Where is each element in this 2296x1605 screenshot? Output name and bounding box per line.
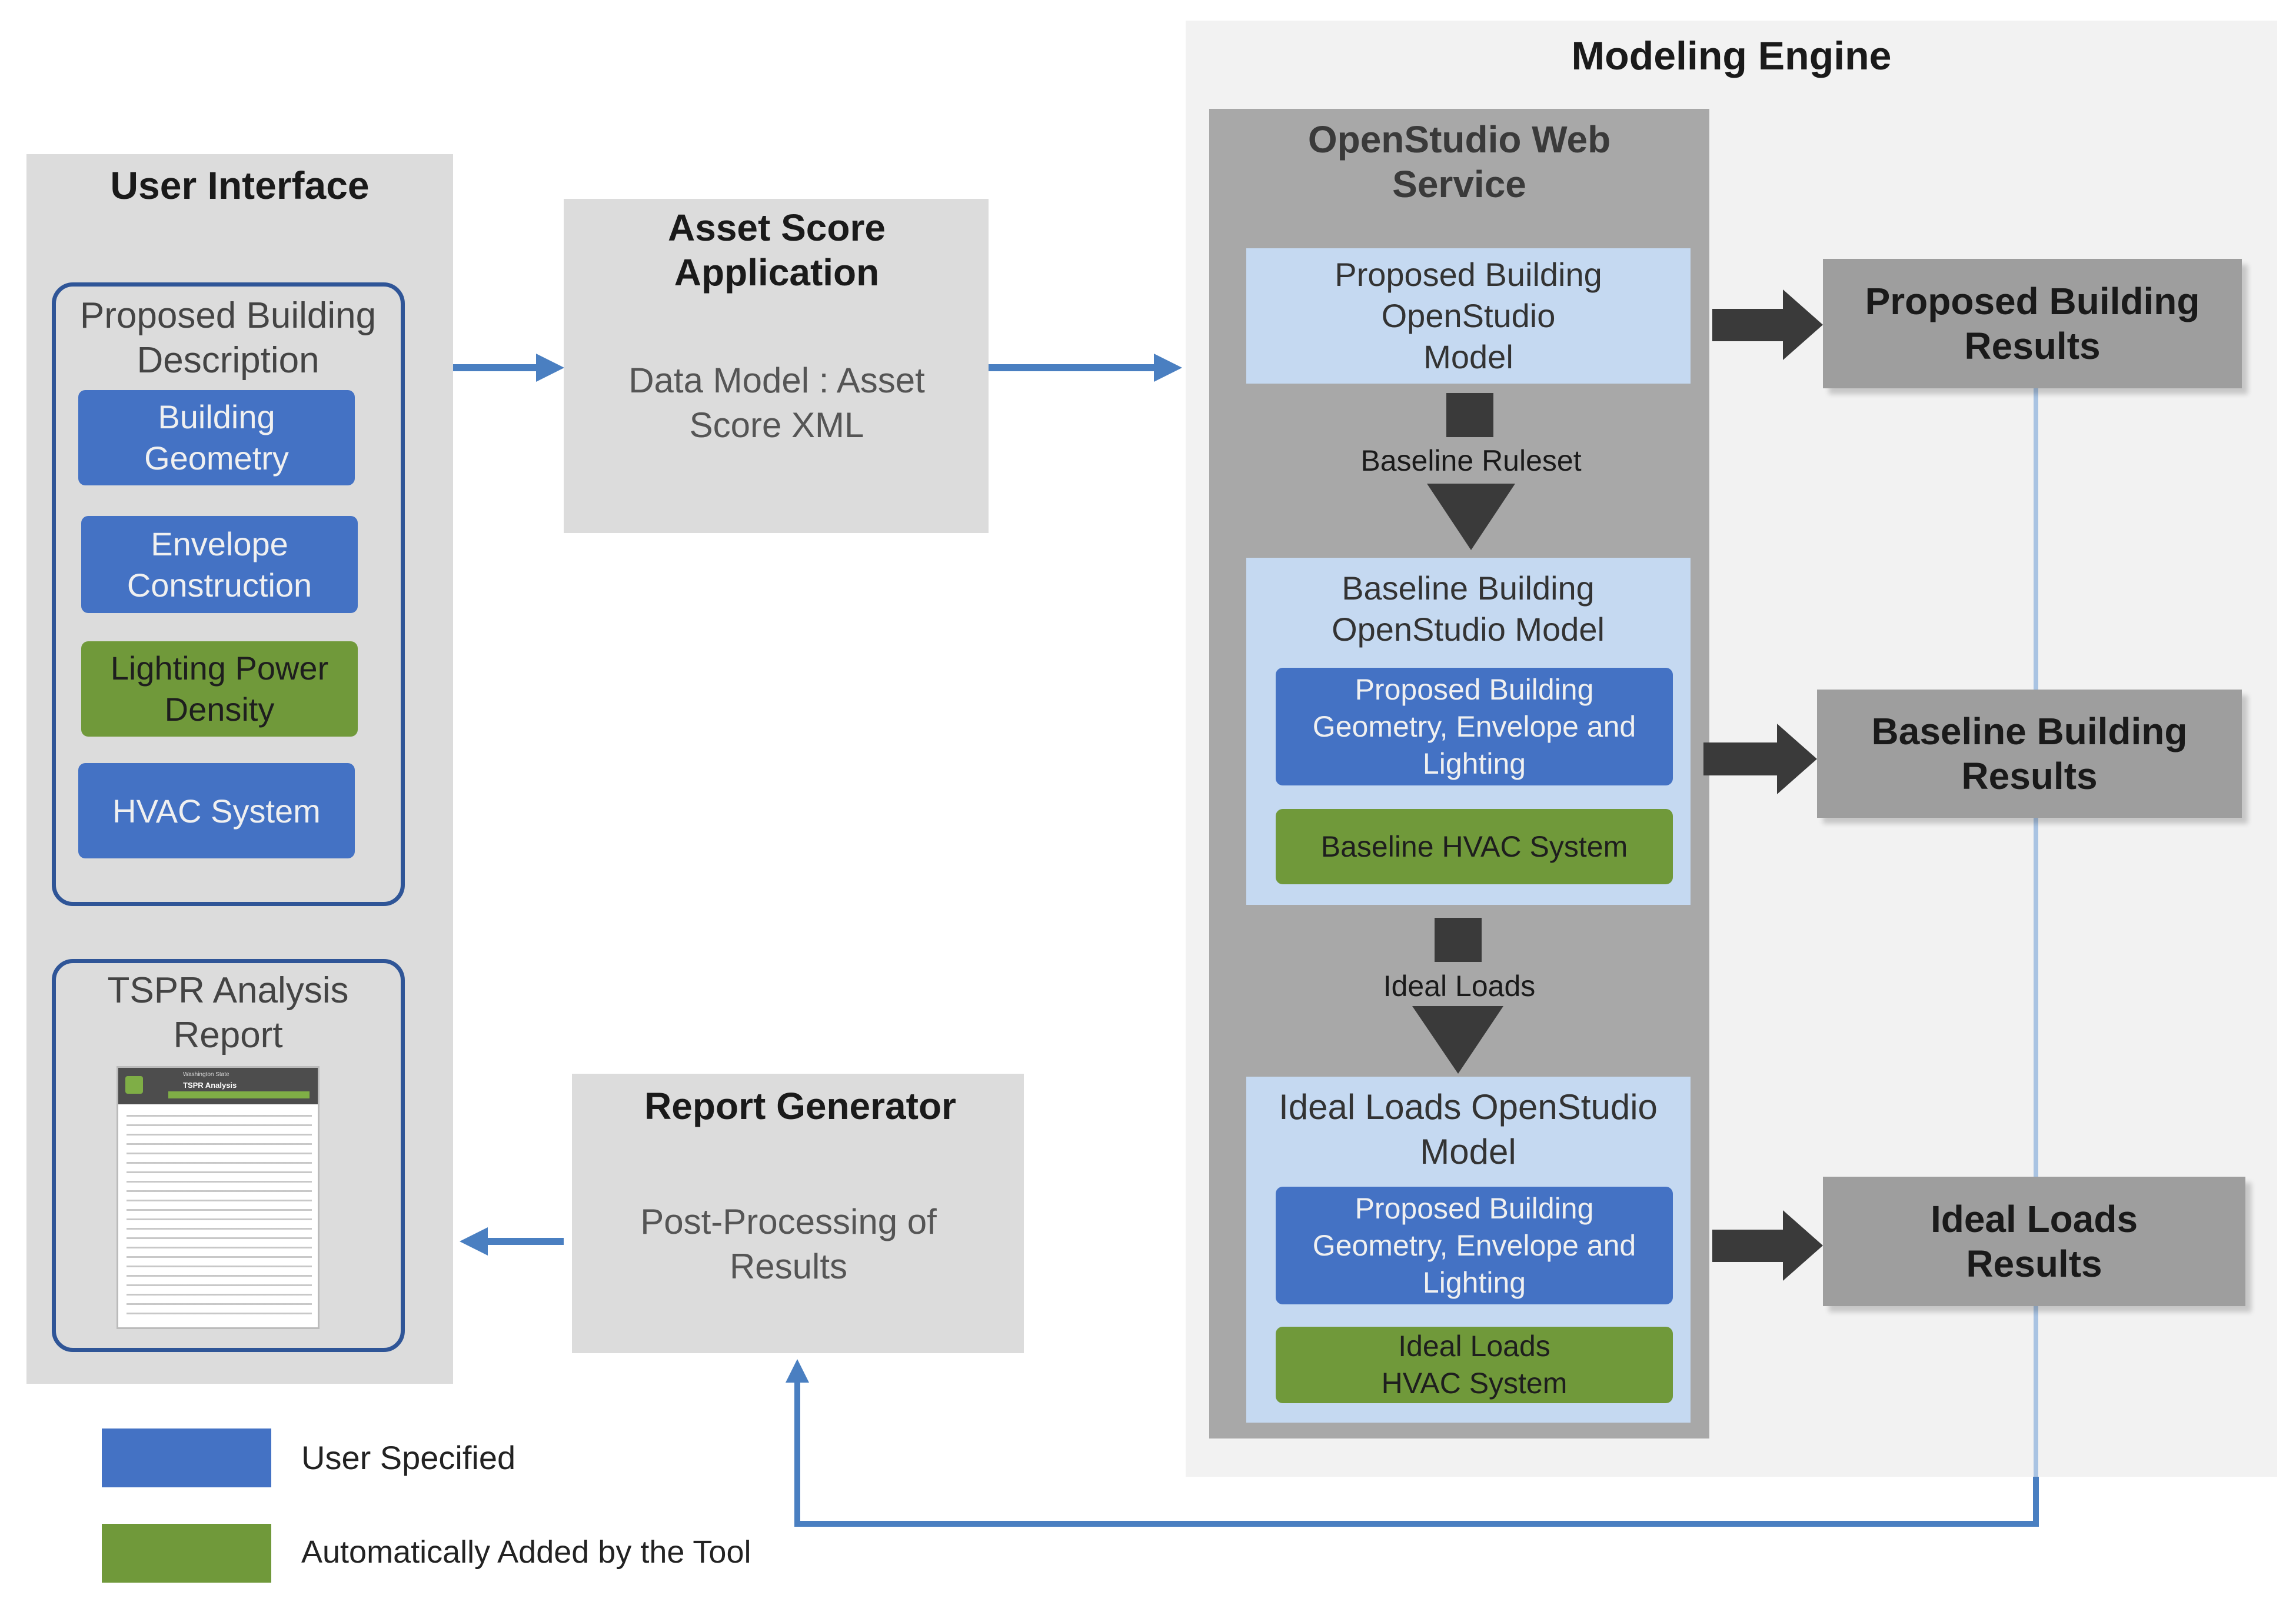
tspr-report-title: TSPR Analysis Report: [107, 970, 349, 1055]
arrow-baseline-to-results: [1703, 724, 1817, 794]
legend-user-specified-swatch: [102, 1428, 271, 1487]
ideal-loads-arrow-stem: [1435, 918, 1482, 962]
arrow-results-to-report-generator: [786, 1359, 2039, 1527]
baseline-building-results-box: Baseline Building Results: [1817, 690, 2242, 818]
baseline-hvac-system-box: Baseline HVAC System: [1276, 809, 1673, 884]
ruleset-arrow-stem: [1446, 393, 1493, 437]
legend-auto-added-label: Automatically Added by the Tool: [301, 1534, 751, 1570]
user-interface-title: User Interface: [110, 164, 370, 207]
building-geometry-box: Building Geometry: [78, 390, 355, 485]
ideal-loads-arrow-head: [1412, 1006, 1503, 1074]
legend-user-specified-label: User Specified: [301, 1439, 516, 1476]
legend-auto-added-swatch: [102, 1524, 271, 1583]
openstudio-web-service-title: OpenStudio Web Service: [1307, 118, 1611, 205]
ideal-loads-hvac-system-box: Ideal Loads HVAC System: [1276, 1327, 1673, 1403]
asset-score-title: Asset Score Application: [668, 207, 886, 294]
ideal-loads-results-box: Ideal Loads Results: [1823, 1177, 2245, 1306]
baseline-ruleset-label: Baseline Ruleset: [1360, 444, 1582, 477]
asset-score-body: Data Model : Asset Score XML: [628, 361, 925, 445]
report-generator-title: Report Generator: [644, 1085, 956, 1127]
modeling-engine-title: Modeling Engine: [1571, 34, 1892, 78]
proposed-building-results-box: Proposed Building Results: [1823, 259, 2242, 388]
report-generator-panel: [572, 1074, 1024, 1353]
report-thumbnail-logo: [125, 1076, 143, 1094]
report-thumbnail: Washington State TSPR Analysis: [117, 1066, 320, 1329]
tspr-report-group: [52, 959, 405, 1352]
report-thumbnail-header-line1: Washington State: [183, 1071, 229, 1078]
envelope-construction-box: Envelope Construction: [81, 516, 358, 613]
asset-score-panel: [564, 199, 989, 533]
ruleset-arrow-head: [1427, 484, 1515, 550]
lighting-power-density-box: Lighting Power Density: [81, 641, 358, 737]
baseline-openstudio-model-title: Baseline Building OpenStudio Model: [1332, 570, 1605, 648]
ideal-geometry-envelope-lighting-box: Proposed Building Geometry, Envelope and…: [1276, 1187, 1673, 1304]
report-generator-body: Post-Processing of Results: [640, 1202, 937, 1286]
ideal-loads-openstudio-model-title: Ideal Loads OpenStudio Model: [1279, 1087, 1658, 1171]
hvac-system-box: HVAC System: [78, 763, 355, 858]
report-thumbnail-text-lines: [127, 1115, 312, 1321]
proposed-building-description-group: [52, 282, 405, 906]
report-thumbnail-header: Washington State TSPR Analysis: [118, 1068, 318, 1104]
ideal-loads-label: Ideal Loads: [1383, 969, 1536, 1003]
baseline-geometry-envelope-lighting-box: Proposed Building Geometry, Envelope and…: [1276, 668, 1673, 785]
report-thumbnail-header-line2: TSPR Analysis: [183, 1081, 237, 1090]
arrow-proposed-to-results: [1712, 289, 1823, 360]
report-thumbnail-bar: [168, 1091, 310, 1098]
proposed-openstudio-model-box: Proposed Building OpenStudio Model: [1246, 248, 1691, 384]
proposed-building-description-title: Proposed Building Description: [79, 295, 377, 381]
arrow-ideal-to-results: [1712, 1210, 1823, 1281]
